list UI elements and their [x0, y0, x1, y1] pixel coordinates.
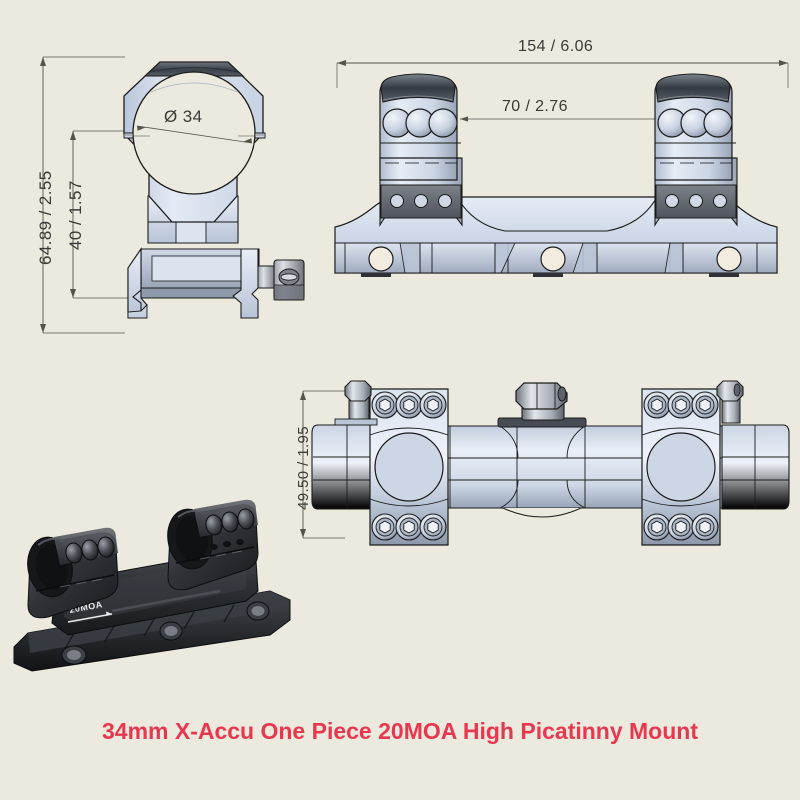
rail-side-nut — [334, 380, 378, 426]
dimension-overall-width — [300, 390, 345, 539]
dimension-ring-bore — [136, 125, 253, 144]
tower-vent-hole — [390, 194, 452, 208]
front-view-svg — [40, 56, 305, 334]
front-section-view: 64.89 / 2.55 40 / 1.57 Ø 34 — [0, 0, 330, 360]
photo-ring-screw — [205, 508, 255, 536]
dimension-label-overall-height: 64.89 / 2.55 — [36, 170, 55, 265]
product-photograph: 20MOA — [8, 495, 313, 685]
dimension-overall-length — [336, 60, 789, 88]
top-plan-view: 49.50 / 1.95 — [285, 375, 800, 550]
side-elevation-view: 154 / 6.06 70 / 2.76 — [325, 30, 800, 295]
dimension-label-ring-center-height: 40 / 1.57 — [66, 180, 85, 250]
ring-hex-screw — [371, 391, 447, 541]
ring-hex-screw — [643, 391, 719, 541]
dimension-label-ring-bore: Ø 34 — [164, 107, 203, 126]
top-view-svg — [300, 380, 790, 546]
tower-vent-hole — [665, 194, 727, 208]
picatinny-clamp-base — [127, 247, 305, 319]
photo-crossbolt-nut — [61, 601, 270, 665]
dimension-overall-height — [40, 56, 125, 334]
scope-ring-body — [123, 61, 266, 223]
ring-cap-screw — [657, 108, 733, 138]
rail-side-nut — [716, 380, 744, 424]
dimension-ring-spacing — [460, 116, 663, 122]
center-clamp-nut — [497, 382, 587, 428]
ring-plan-left — [311, 380, 449, 546]
ring-plan-right — [641, 380, 790, 546]
ring-tower-right — [654, 73, 738, 228]
crossbolt-hole — [368, 246, 742, 272]
photo-ring-right — [167, 499, 259, 591]
clamp-nut — [257, 259, 305, 301]
dimension-label-overall-length: 154 / 6.06 — [518, 38, 594, 55]
product-caption: 34mm X-Accu One Piece 20MOA High Picatin… — [101, 718, 698, 744]
ring-tower-left — [379, 73, 463, 228]
side-view-svg — [334, 60, 789, 277]
photo-ring-screw — [65, 536, 115, 564]
ring-cap-screw — [382, 108, 458, 138]
dimension-label-ring-spacing: 70 / 2.76 — [502, 98, 568, 115]
product-photo-svg: 20MOA — [13, 499, 291, 672]
photo-ring-left — [27, 527, 119, 619]
